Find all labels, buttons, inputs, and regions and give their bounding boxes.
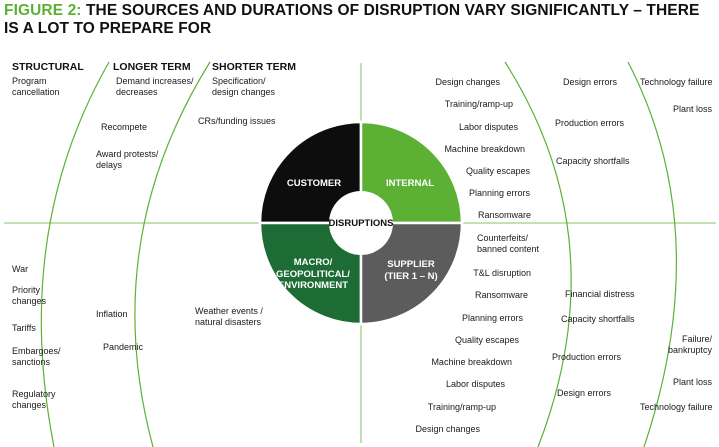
quadrant-supplier: [359, 221, 464, 326]
label-technology-failure-bottom: Technology failure: [640, 402, 713, 412]
arc-right-longer: [627, 61, 677, 447]
label-line: bankruptcy: [667, 345, 712, 355]
label-line: Counterfeits/: [477, 233, 529, 243]
quadrant-customer: [258, 120, 363, 225]
quadrant-internal: [359, 120, 464, 225]
quadrant-label-customer: CUSTOMER: [286, 178, 342, 189]
arc-left-longer: [134, 61, 211, 447]
label-line: changes: [12, 296, 47, 306]
label-quality-escapes-bottom: Quality escapes: [454, 335, 519, 345]
label-program-cancellation: Program cancellation: [12, 76, 60, 98]
label-planning-errors-bottom: Planning errors: [461, 313, 523, 323]
arc-left-structural: [40, 61, 110, 447]
label-line: design changes: [212, 87, 276, 97]
label-crs-funding: CRs/funding issues: [198, 116, 276, 126]
label-design-changes-bottom: Design changes: [415, 424, 480, 434]
label-specification-changes: Specification/ design changes: [212, 76, 275, 98]
label-line: Specification/: [212, 76, 266, 86]
label-line: cancellation: [12, 87, 60, 97]
quadrant-macro: [258, 221, 363, 326]
label-ransomware-bottom: Ransomware: [474, 290, 528, 300]
label-line: banned content: [477, 244, 540, 254]
figure-number: FIGURE 2:: [4, 2, 82, 19]
label-tariffs: Tariffs: [12, 323, 36, 333]
label-design-changes-top: Design changes: [435, 77, 500, 87]
label-demand-changes: Demand increases/ decreases: [116, 76, 194, 98]
label-inflation: Inflation: [96, 309, 128, 319]
label-failure-bankruptcy: Failure/ bankruptcy: [668, 334, 712, 356]
label-machine-breakdown-top: Machine breakdown: [444, 144, 525, 154]
label-priority-changes: Priority changes: [12, 285, 46, 307]
label-line: decreases: [116, 87, 158, 97]
label-regulatory-changes: Regulatory changes: [12, 389, 56, 411]
macro-line: ENVIRONMENT: [277, 280, 349, 291]
label-design-errors-bottom: Design errors: [557, 388, 612, 398]
label-quality-escapes-top: Quality escapes: [465, 166, 530, 176]
label-embargoes: Embargoes/ sanctions: [12, 346, 61, 368]
arc-right-shorter: [504, 61, 572, 447]
label-technology-failure-top: Technology failure: [640, 77, 713, 87]
macro-line: GEOPOLITICAL/: [276, 268, 350, 280]
label-machine-breakdown-bottom: Machine breakdown: [431, 357, 512, 367]
label-line: delays: [96, 160, 123, 170]
header-structural: STRUCTURAL: [12, 61, 84, 73]
label-ransomware-top: Ransomware: [477, 210, 531, 220]
label-plant-loss-top: Plant loss: [673, 104, 713, 114]
label-line: natural disasters: [195, 317, 262, 327]
label-award-protests: Award protests/ delays: [96, 149, 158, 171]
supplier-line: SUPPLIER: [387, 259, 435, 270]
label-pandemic: Pandemic: [103, 342, 144, 352]
label-line: Failure/: [681, 334, 712, 344]
label-line: Award protests/: [96, 149, 159, 159]
label-recompete: Recompete: [101, 122, 148, 132]
quadrant-label-macro: MACRO/ GEOPOLITICAL/ ENVIRONMENT: [268, 257, 358, 292]
label-counterfeits: Counterfeits/ banned content: [477, 233, 539, 255]
label-design-errors-top: Design errors: [563, 77, 618, 87]
label-line: Demand increases/: [116, 76, 194, 86]
label-line: Regulatory: [12, 389, 56, 399]
header-shorter-term: SHORTER TERM: [212, 61, 296, 73]
macro-line: MACRO/: [293, 257, 333, 268]
label-line: Embargoes/: [12, 346, 61, 356]
label-training-top: Training/ramp-up: [444, 99, 513, 109]
label-line: sanctions: [12, 357, 51, 367]
center-label: DISRUPTIONS: [328, 218, 394, 229]
figure-title-text: THE SOURCES AND DURATIONS OF DISRUPTION …: [4, 2, 700, 37]
quadrant-label-internal: INTERNAL: [385, 178, 435, 189]
label-labor-disputes-top: Labor disputes: [458, 122, 518, 132]
label-line: Weather events /: [195, 306, 263, 316]
supplier-line: (TIER 1 – N): [384, 270, 438, 282]
label-training-bottom: Training/ramp-up: [427, 402, 496, 412]
label-line: changes: [12, 400, 47, 410]
label-tl-disruption: T&L disruption: [473, 268, 531, 278]
figure-title: FIGURE 2: THE SOURCES AND DURATIONS OF D…: [4, 2, 716, 38]
header-longer-term: LONGER TERM: [113, 61, 191, 73]
label-labor-disputes-bottom: Labor disputes: [445, 379, 505, 389]
center-circle: [329, 191, 393, 255]
label-weather-events: Weather events / natural disasters: [195, 306, 263, 328]
label-capacity-shortfalls-bottom: Capacity shortfalls: [561, 314, 635, 324]
label-production-errors-top: Production errors: [555, 118, 625, 128]
label-plant-loss-bottom: Plant loss: [673, 377, 713, 387]
label-line: Program: [12, 76, 47, 86]
label-line: Priority: [12, 285, 41, 295]
label-production-errors-bottom: Production errors: [552, 352, 622, 362]
label-capacity-shortfalls-top: Capacity shortfalls: [556, 156, 630, 166]
label-planning-errors-top: Planning errors: [468, 188, 530, 198]
quadrant-label-supplier: SUPPLIER (TIER 1 – N): [366, 259, 456, 282]
label-war: War: [12, 264, 29, 274]
label-financial-distress: Financial distress: [565, 289, 635, 299]
